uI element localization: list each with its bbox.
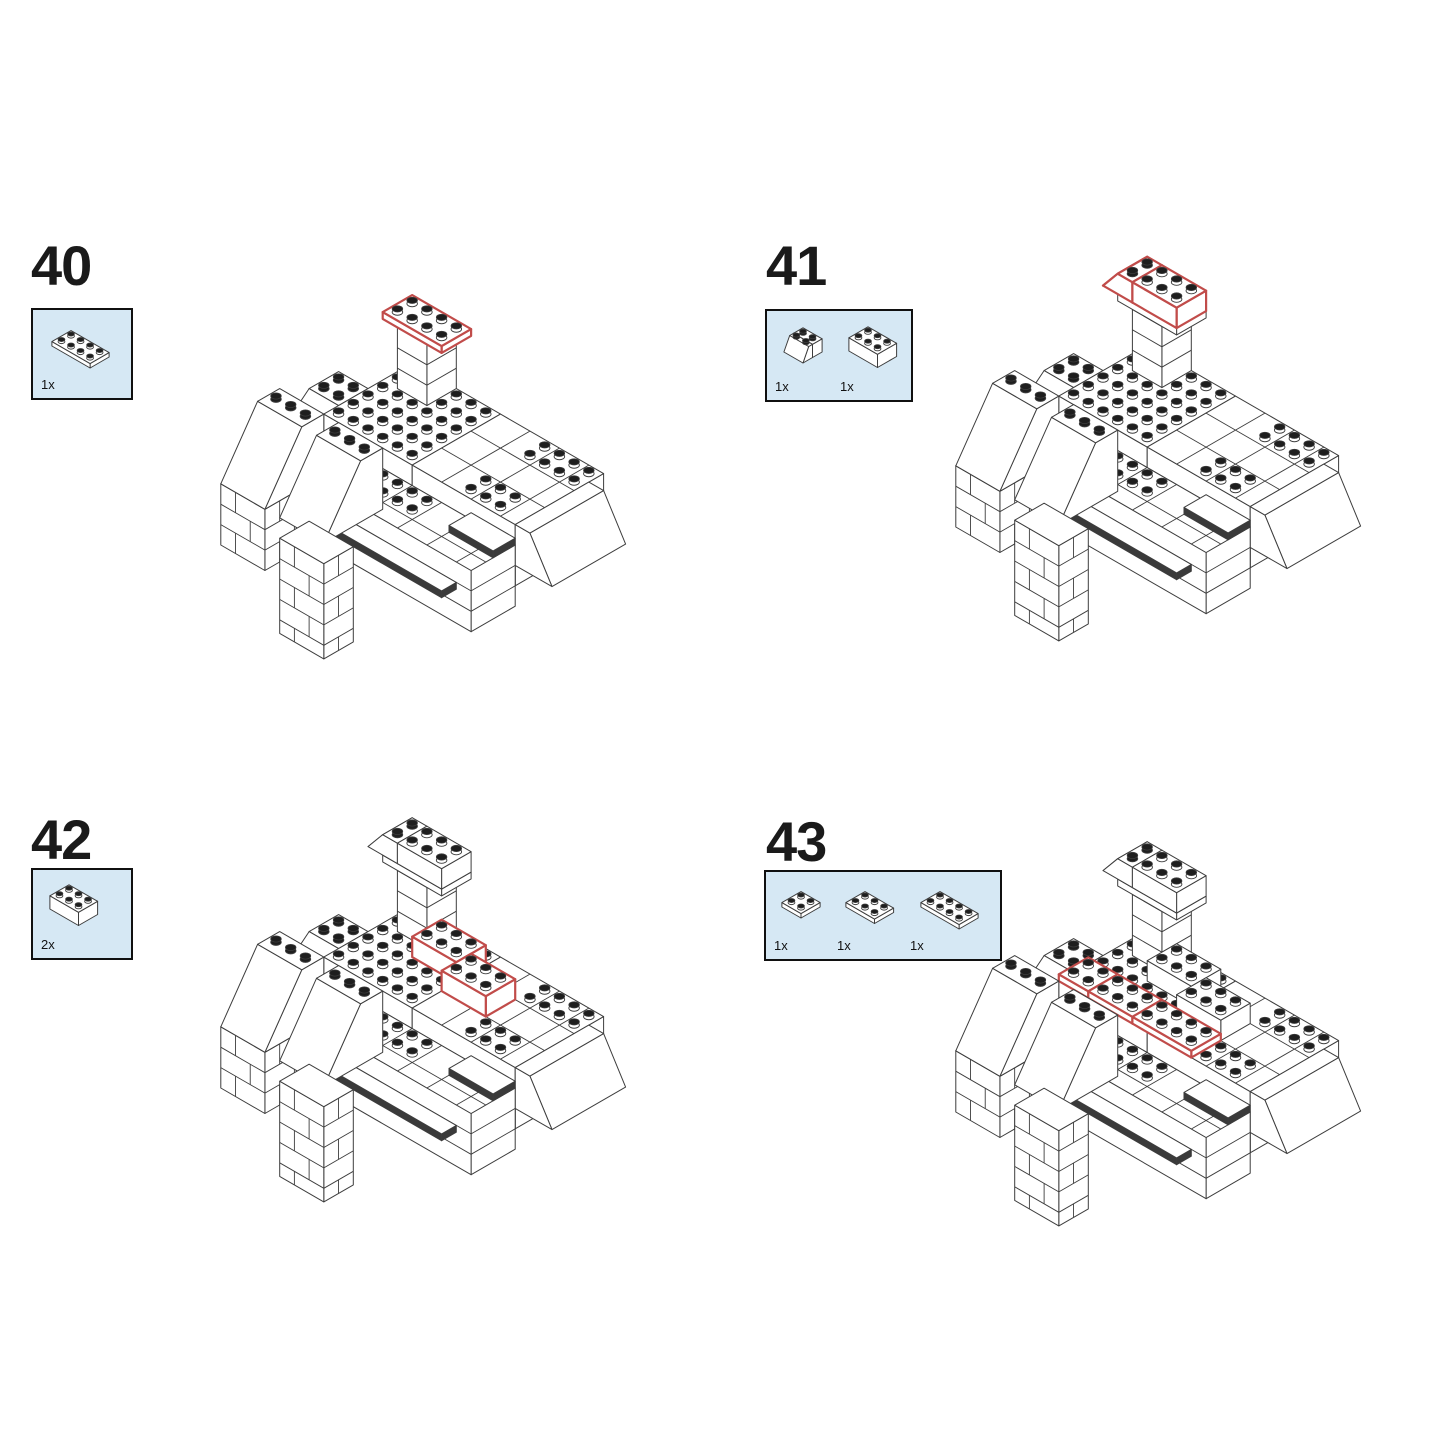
part-count-label: 2x	[41, 937, 55, 952]
part-item-slope-2x2: 1x	[775, 324, 833, 393]
part-brick-2x3-thumbnail	[848, 326, 898, 368]
part-slope-2x2-thumbnail	[783, 327, 823, 364]
part-count-label: 1x	[775, 379, 789, 394]
part-plate-2x4-thumbnail	[920, 891, 979, 930]
part-count-label: 1x	[774, 938, 788, 953]
parts-callout-box-43: 1x 1x 1x	[764, 870, 1002, 961]
step-number-43: 43	[766, 810, 827, 873]
step-42-panel: 42 2x	[0, 722, 722, 1444]
model-drawing-step-41	[955, 255, 1362, 642]
parts-callout-box-42: 2x	[31, 868, 133, 960]
step-40-panel: 40 1x	[0, 0, 722, 722]
parts-callout-box-40: 1x	[31, 308, 133, 400]
part-item-plate-2x2: 1x	[774, 883, 830, 952]
step-number-41: 41	[766, 234, 827, 297]
part-item-brick-2x3: 2x	[41, 882, 107, 951]
step-41-panel: 41 1x 1x	[722, 0, 1444, 722]
part-count-label: 1x	[837, 938, 851, 953]
part-count-label: 1x	[41, 377, 55, 392]
model-drawing-step-40	[220, 293, 627, 660]
part-plate-2x4-thumbnail	[51, 330, 110, 369]
part-count-label: 1x	[910, 938, 924, 953]
model-drawing-step-42	[220, 817, 627, 1203]
part-item-plate-2x4: 1x	[910, 883, 990, 952]
step-number-40: 40	[31, 234, 92, 297]
part-plate-2x3-thumbnail	[845, 891, 895, 924]
part-count-label: 1x	[840, 379, 854, 394]
part-item-plate-2x4: 1x	[41, 322, 121, 391]
part-item-brick-2x3: 1x	[840, 324, 906, 393]
parts-callout-box-41: 1x 1x	[765, 309, 913, 402]
step-number-42: 42	[31, 808, 92, 871]
part-brick-2x3-thumbnail	[49, 884, 99, 926]
step-43-panel: 43 1x 1x 1x	[722, 722, 1444, 1444]
part-item-plate-2x3: 1x	[837, 883, 903, 952]
part-plate-2x2-thumbnail	[781, 891, 821, 919]
model-drawing-step-43	[955, 841, 1362, 1227]
